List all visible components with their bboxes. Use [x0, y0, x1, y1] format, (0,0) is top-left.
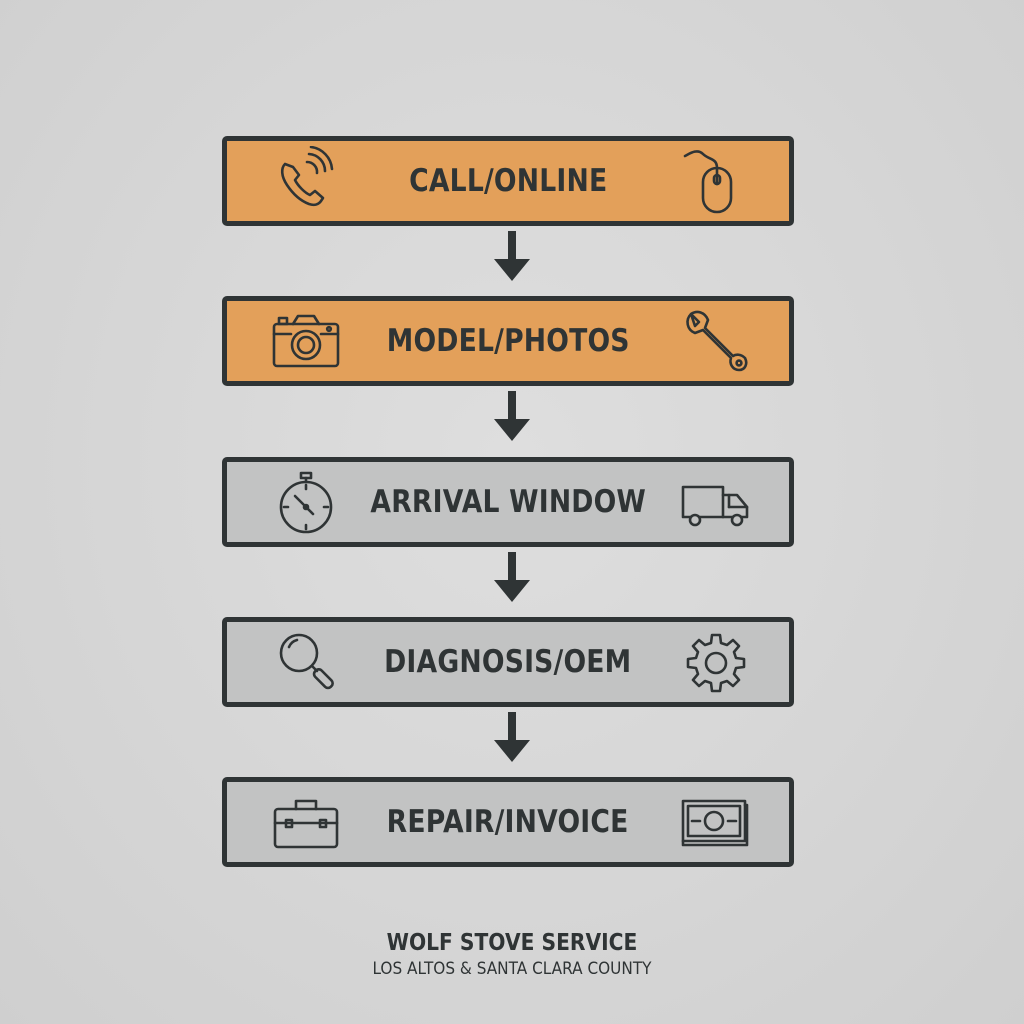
- gear-icon: [681, 627, 751, 697]
- step-diagnosis-oem: DIAGNOSIS/OEM: [222, 617, 794, 707]
- step-label: REPAIR/INVOICE: [387, 804, 629, 840]
- wrench-icon: [681, 306, 751, 376]
- flow-arrow: [490, 231, 534, 283]
- company-name: WOLF STOVE SERVICE: [386, 930, 638, 956]
- mouse-icon: [681, 146, 751, 216]
- step-repair-invoice: REPAIR/INVOICE: [222, 777, 794, 867]
- truck-icon: [681, 467, 751, 537]
- stopwatch-icon: [271, 467, 341, 537]
- step-label: CALL/ONLINE: [408, 163, 608, 199]
- cash-icon: [681, 787, 751, 857]
- flow-arrow: [490, 552, 534, 604]
- service-area: LOS ALTOS & SANTA CLARA COUNTY: [372, 959, 652, 979]
- phone-icon: [271, 146, 341, 216]
- step-model-photos: MODEL/PHOTOS: [222, 296, 794, 386]
- step-arrival-window: ARRIVAL WINDOW: [222, 457, 794, 547]
- flow-arrow: [490, 391, 534, 443]
- step-label: MODEL/PHOTOS: [386, 323, 630, 359]
- flow-arrow: [490, 712, 534, 764]
- step-call-online: CALL/ONLINE: [222, 136, 794, 226]
- toolbox-icon: [271, 787, 341, 857]
- camera-icon: [271, 306, 341, 376]
- step-label: ARRIVAL WINDOW: [370, 484, 646, 520]
- magnifier-icon: [271, 627, 341, 697]
- step-label: DIAGNOSIS/OEM: [384, 644, 632, 680]
